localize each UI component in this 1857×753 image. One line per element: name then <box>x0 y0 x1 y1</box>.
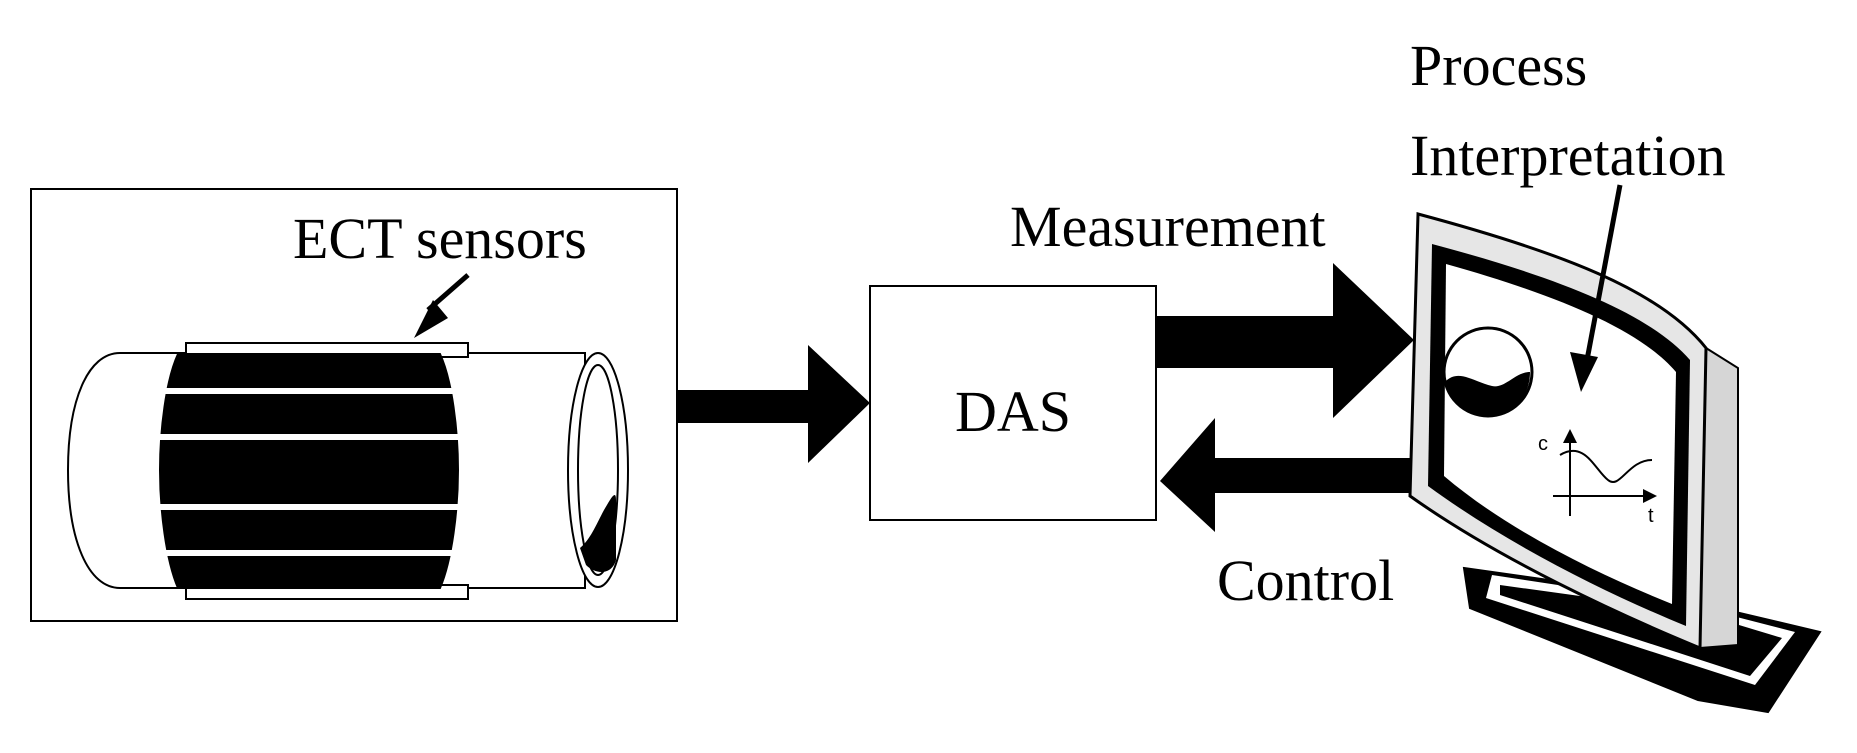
control-arrow <box>1160 418 1414 532</box>
measurement-arrow <box>1156 263 1414 418</box>
das-label: DAS <box>955 379 1071 444</box>
control-label: Control <box>1217 548 1394 613</box>
plot-x-label: t <box>1648 505 1654 527</box>
pipe-opening <box>567 352 629 588</box>
electrode-sleeve <box>158 342 469 600</box>
measurement-label: Measurement <box>1010 194 1326 259</box>
tomogram-image <box>1442 326 1534 418</box>
process-label-line1: Process <box>1410 33 1587 98</box>
monitor: c t <box>1408 212 1822 714</box>
process-label-line2: Interpretation <box>1410 123 1726 188</box>
liquid-inside-pipe <box>580 494 616 572</box>
process-pointer <box>1570 184 1623 392</box>
ect-sensors-label: ECT sensors <box>293 206 587 271</box>
sensor-panel <box>30 188 678 622</box>
plot-y-label: c <box>1538 433 1548 455</box>
plot-curve <box>1559 449 1653 483</box>
das-box: DAS <box>869 285 1157 521</box>
sensor-to-das-arrow <box>677 345 870 463</box>
ect-sensors-pointer <box>414 273 470 338</box>
concentration-plot: c t <box>1538 429 1657 527</box>
